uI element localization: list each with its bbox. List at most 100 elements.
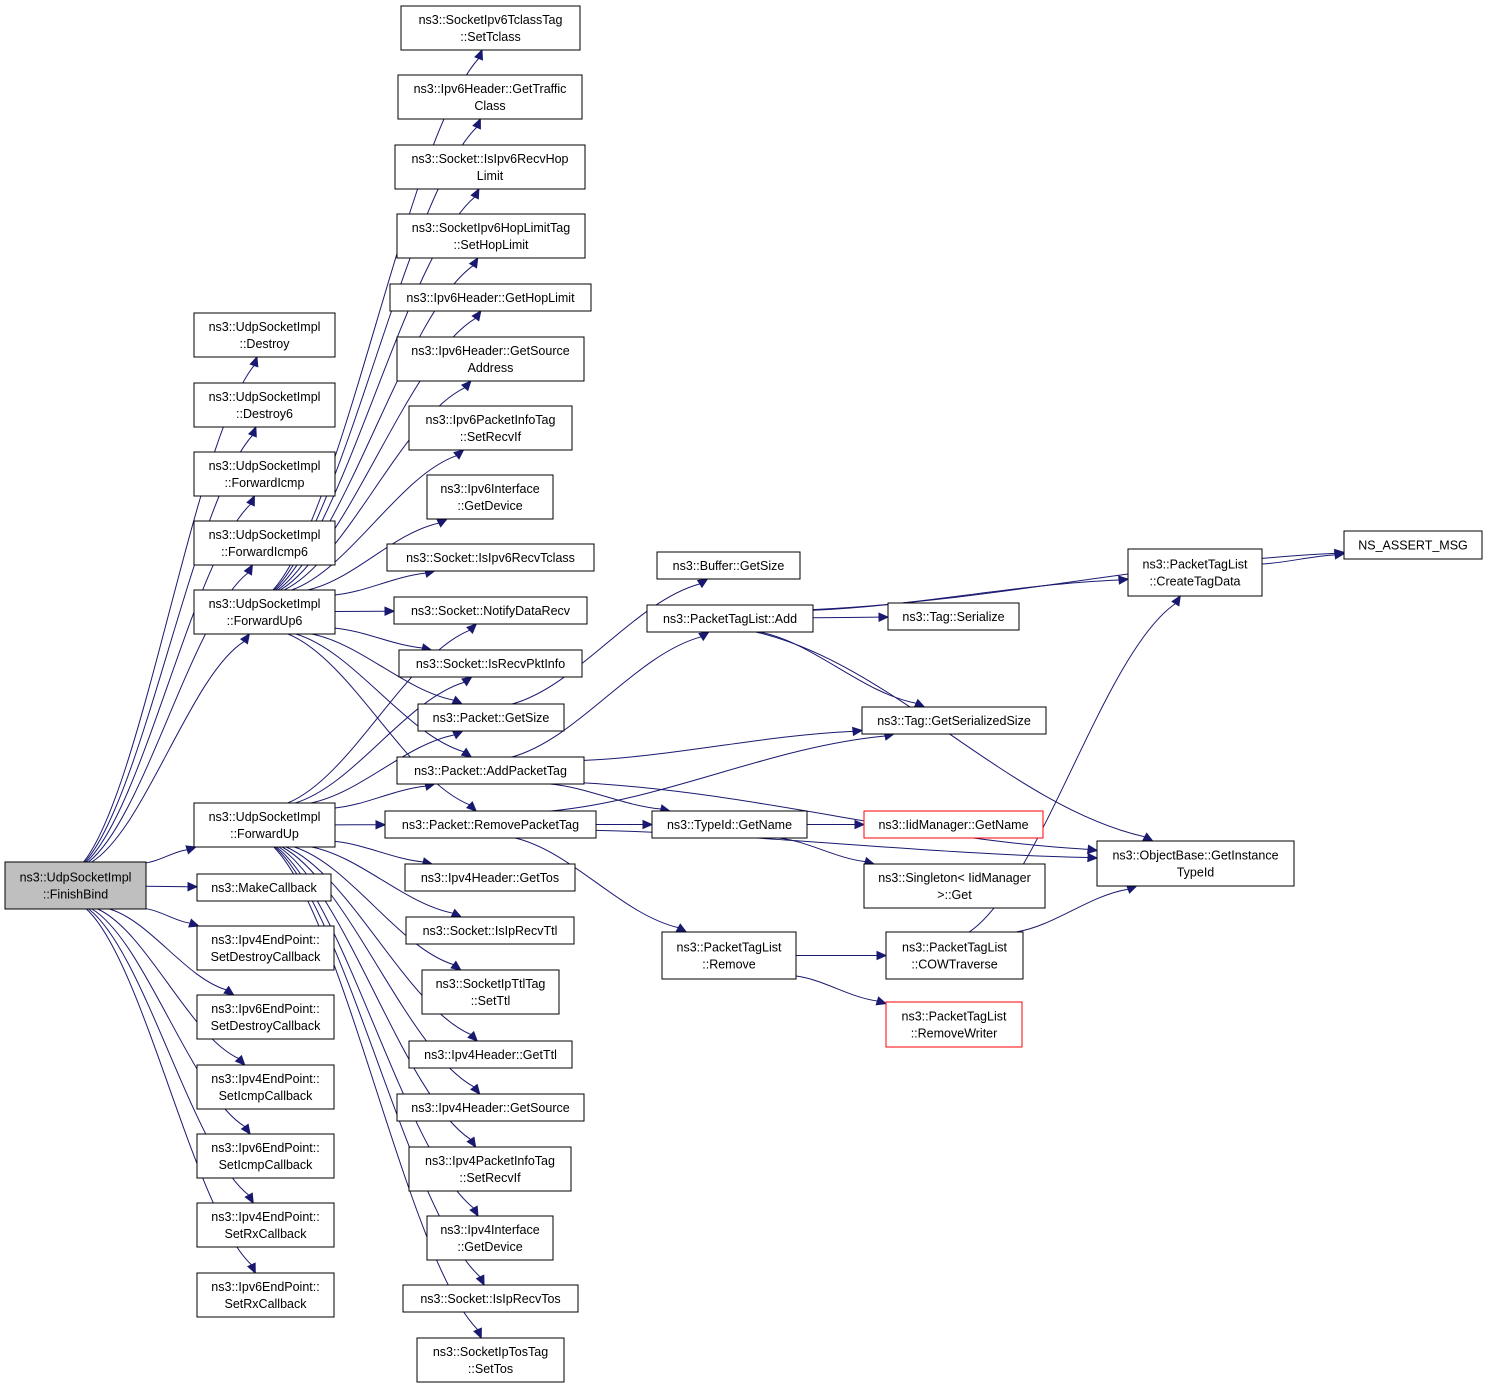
- arrowhead-icon: [461, 676, 473, 687]
- node-finishbind[interactable]: ns3::UdpSocketImpl::FinishBind: [4, 861, 147, 910]
- node-isiptos[interactable]: ns3::Socket::IsIpRecvTos: [402, 1284, 579, 1313]
- node-v6rx[interactable]: ns3::Ipv6EndPoint::SetRxCallback: [196, 1272, 335, 1318]
- node-singleton[interactable]: ns3::Singleton< IidManager>::Get: [863, 863, 1046, 909]
- edge-fwdup6-to-notify: [334, 606, 396, 616]
- arrowhead-icon: [465, 801, 478, 812]
- node-label: ::CreateTagData: [1149, 575, 1240, 589]
- node-setttl[interactable]: ns3::SocketIpTtlTag::SetTtl: [421, 969, 560, 1015]
- node-label: ::SetTclass: [460, 30, 520, 44]
- node-label: ns3::Ipv4EndPoint::: [211, 1210, 319, 1224]
- node-pktsize[interactable]: ns3::Packet::GetSize: [417, 703, 565, 732]
- arrowhead-icon: [234, 1054, 246, 1066]
- node-addtag[interactable]: ns3::Packet::AddPacketTag: [396, 756, 585, 785]
- node-label: ::SetRecvIf: [460, 430, 522, 444]
- arrowhead-icon: [384, 606, 396, 616]
- arrowhead-icon: [1142, 832, 1154, 842]
- node-v6setrecvif[interactable]: ns3::Ipv6PacketInfoTag::SetRecvIf: [408, 405, 573, 451]
- node-v4getsrc[interactable]: ns3::Ipv4Header::GetSource: [396, 1093, 585, 1122]
- edge-line: [514, 837, 679, 929]
- arrowhead-icon: [188, 918, 200, 928]
- node-serialsize[interactable]: ns3::Tag::GetSerializedSize: [861, 706, 1047, 735]
- node-makecb[interactable]: ns3::MakeCallback: [196, 873, 332, 902]
- node-v6getdev[interactable]: ns3::Ipv6Interface::GetDevice: [426, 474, 554, 520]
- node-v4icmp[interactable]: ns3::Ipv4EndPoint::SetIcmpCallback: [196, 1064, 335, 1110]
- edge-fwdup-to-removetag: [334, 819, 387, 830]
- edge-createtagdata-to-assertmsg: [1261, 550, 1346, 565]
- node-v4setrecvif[interactable]: ns3::Ipv4PacketInfoTag::SetRecvIf: [408, 1146, 572, 1192]
- edge-fwdup-to-setttl: [294, 846, 462, 971]
- node-label: ns3::IidManager::GetName: [878, 818, 1028, 832]
- node-typename[interactable]: ns3::TypeId::GetName: [651, 810, 808, 839]
- node-label: ::COWTraverse: [911, 958, 997, 972]
- node-gethoplimit[interactable]: ns3::Ipv6Header::GetHopLimit: [389, 283, 592, 312]
- edge-fwdup6-to-v6getsrc: [283, 380, 472, 591]
- edge-ptlremove-to-cowtraverse: [795, 950, 888, 961]
- node-isipttl[interactable]: ns3::Socket::IsIpRecvTtl: [405, 916, 575, 945]
- node-v6icmp[interactable]: ns3::Ipv6EndPoint::SetIcmpCallback: [196, 1133, 335, 1179]
- node-createtagdata[interactable]: ns3::PacketTagList::CreateTagData: [1127, 548, 1263, 597]
- node-ptlremove[interactable]: ns3::PacketTagList::Remove: [661, 931, 797, 980]
- node-label: SetDestroyCallback: [211, 1019, 322, 1033]
- node-label: ns3::Tag::Serialize: [902, 610, 1004, 624]
- node-destroy6[interactable]: ns3::UdpSocketImpl::Destroy6: [193, 382, 336, 428]
- node-v4rx[interactable]: ns3::Ipv4EndPoint::SetRxCallback: [196, 1202, 335, 1248]
- node-bufsize[interactable]: ns3::Buffer::GetSize: [656, 551, 801, 580]
- arrowhead-icon: [451, 730, 464, 740]
- node-fwdup[interactable]: ns3::UdpSocketImpl::ForwardUp: [193, 802, 336, 848]
- node-box: [397, 74, 583, 120]
- node-label: ::GetDevice: [457, 1240, 522, 1254]
- node-assertmsg[interactable]: NS_ASSERT_MSG: [1343, 530, 1483, 560]
- edge-line: [287, 629, 470, 804]
- node-label: ns3::UdpSocketImpl: [209, 810, 321, 824]
- edge-finishbind-to-fwdup: [145, 845, 197, 864]
- node-box: [389, 283, 592, 312]
- node-label: ns3::SocketIpv6HopLimitTag: [412, 221, 570, 235]
- node-label: ns3::SocketIpTtlTag: [436, 977, 546, 991]
- node-label: ns3::Ipv6EndPoint::: [211, 1141, 319, 1155]
- node-destroy[interactable]: ns3::UdpSocketImpl::Destroy: [193, 312, 336, 358]
- node-box: [193, 382, 336, 428]
- node-box: [408, 1146, 572, 1192]
- node-label: ns3::Socket::NotifyDataRecv: [411, 604, 571, 618]
- edge-line: [759, 631, 917, 704]
- node-label: ::SetRecvIf: [459, 1171, 521, 1185]
- node-gettos[interactable]: ns3::Ipv4Header::GetTos: [404, 863, 576, 892]
- node-label: TypeId: [1177, 866, 1215, 880]
- node-serialize[interactable]: ns3::Tag::Serialize: [887, 602, 1020, 631]
- edge-removetag-to-serialsize: [550, 731, 896, 812]
- arrowhead-icon: [436, 518, 448, 528]
- edge-line: [511, 583, 700, 705]
- node-removewriter[interactable]: ns3::PacketTagList::RemoveWriter: [885, 1001, 1023, 1048]
- node-v4destroy[interactable]: ns3::Ipv4EndPoint::SetDestroyCallback: [196, 925, 335, 971]
- node-fwdup6[interactable]: ns3::UdpSocketImpl::ForwardUp6: [193, 589, 336, 635]
- node-sethoplimit[interactable]: ns3::SocketIpv6HopLimitTag::SetHopLimit: [396, 213, 586, 259]
- node-label: ::SetHopLimit: [453, 238, 529, 252]
- node-getttl[interactable]: ns3::Ipv4Header::GetTtl: [408, 1040, 573, 1069]
- node-settclass[interactable]: ns3::SocketIpv6TclassTag::SetTclass: [400, 5, 581, 51]
- node-fwdicmp6[interactable]: ns3::UdpSocketImpl::ForwardIcmp6: [193, 520, 336, 566]
- node-cowtraverse[interactable]: ns3::PacketTagList::COWTraverse: [885, 931, 1024, 980]
- node-ptladd[interactable]: ns3::PacketTagList::Add: [646, 604, 814, 633]
- edge-fwdup-to-notify: [287, 623, 478, 804]
- node-box: [398, 649, 583, 678]
- node-fwdicmp[interactable]: ns3::UdpSocketImpl::ForwardIcmp: [193, 451, 336, 497]
- arrowhead-icon: [1171, 594, 1181, 607]
- node-isv6tclass[interactable]: ns3::Socket::IsIpv6RecvTclass: [386, 543, 595, 572]
- node-isrecvpkt[interactable]: ns3::Socket::IsRecvPktInfo: [398, 649, 583, 678]
- node-v6destroy[interactable]: ns3::Ipv6EndPoint::SetDestroyCallback: [196, 994, 335, 1040]
- node-label: ::ForwardUp6: [227, 614, 303, 628]
- node-removetag[interactable]: ns3::Packet::RemovePacketTag: [384, 810, 597, 839]
- node-box: [408, 1040, 573, 1069]
- node-settos[interactable]: ns3::SocketIpTosTag::SetTos: [416, 1337, 565, 1383]
- node-box: [196, 925, 335, 971]
- node-v4getdev[interactable]: ns3::Ipv4Interface::GetDevice: [426, 1215, 554, 1261]
- node-iidname[interactable]: ns3::IidManager::GetName: [863, 810, 1044, 839]
- edge-line: [291, 455, 457, 591]
- node-notify[interactable]: ns3::Socket::NotifyDataRecv: [393, 596, 588, 625]
- node-label: ns3::UdpSocketImpl: [20, 871, 132, 885]
- edge-line: [294, 846, 454, 966]
